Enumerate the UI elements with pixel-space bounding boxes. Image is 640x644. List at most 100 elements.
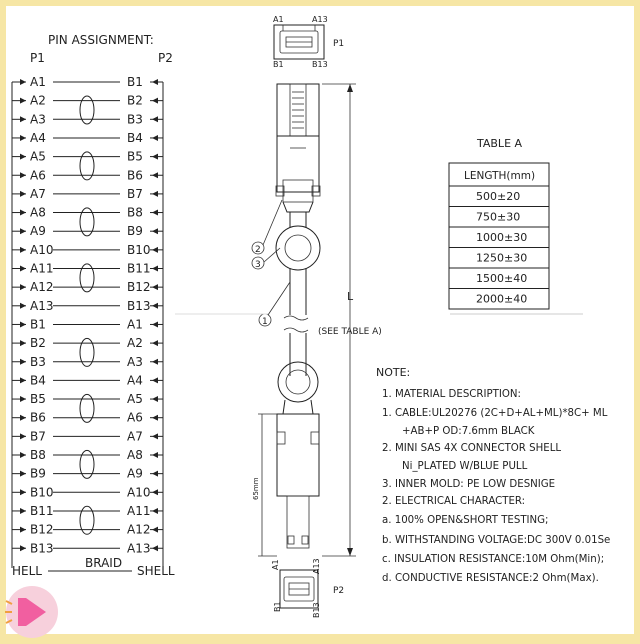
twisted-pair-marker-7 xyxy=(79,505,95,535)
p1-pin-label: B8 xyxy=(30,448,46,462)
note-line: 2. ELECTRICAL CHARACTER: xyxy=(382,496,525,507)
top-pin-a13: A13 xyxy=(312,15,328,24)
p2-arrow-2 xyxy=(152,116,158,123)
p2-pin-label: B2 xyxy=(127,94,143,108)
p2-header: P2 xyxy=(158,51,173,65)
see-table-label: (SEE TABLE A) xyxy=(318,327,382,337)
p1-arrow-4 xyxy=(20,153,26,160)
twisted-pair-marker-0 xyxy=(79,95,95,125)
p2-pin-label: A11 xyxy=(127,504,150,518)
p2-arrow-9 xyxy=(152,246,158,253)
p1-pin-label: A4 xyxy=(30,131,46,145)
p2-arrow-4 xyxy=(152,153,158,160)
p1-arrow-2 xyxy=(20,116,26,123)
top-connector-label: P1 xyxy=(333,39,344,49)
table-a: TABLE A LENGTH(mm) 500±20750±301000±3012… xyxy=(448,137,550,310)
table-a-header: LENGTH(mm) xyxy=(464,170,535,182)
p1-arrow-14 xyxy=(20,340,26,347)
p1-arrow-8 xyxy=(20,228,26,235)
lower-pull-tab xyxy=(286,495,310,549)
p1-pin-label: B4 xyxy=(30,373,46,387)
p1-pin-label: A1 xyxy=(30,75,46,89)
p2-pin-label: A3 xyxy=(127,355,143,369)
callout-3-circle xyxy=(251,256,265,270)
p2-pin-label: A9 xyxy=(127,467,143,481)
p2-arrow-13 xyxy=(152,321,158,328)
p1-arrow-11 xyxy=(20,284,26,291)
p1-pin-label: B5 xyxy=(30,392,46,406)
p1-arrow-13 xyxy=(20,321,26,328)
p1-pin-label: A9 xyxy=(30,224,46,238)
note-line: Ni_PLATED W/BLUE PULL xyxy=(402,461,528,472)
p2-pin-label: B8 xyxy=(127,206,143,220)
bottom-connector-face xyxy=(279,569,319,609)
upper-strain-relief xyxy=(282,201,314,213)
callout-1: 1 xyxy=(262,317,268,327)
p2-pin-label: B7 xyxy=(127,187,143,201)
table-a-frame xyxy=(448,162,550,310)
table-a-row: 1000±30 xyxy=(476,231,527,244)
p2-pin-label: A8 xyxy=(127,448,143,462)
p1-arrow-12 xyxy=(20,302,26,309)
p2-pin-label: A5 xyxy=(127,392,143,406)
upper-latch-right xyxy=(311,185,321,197)
p2-arrow-7 xyxy=(152,209,158,216)
p1-pin-label: B1 xyxy=(30,317,46,331)
p2-pin-label: A1 xyxy=(127,317,143,331)
cable-drawing: A1 A13 B1 B13 P1 2 3 1 xyxy=(251,15,382,618)
p1-arrow-19 xyxy=(20,433,26,440)
p1-pin-label: A5 xyxy=(30,150,46,164)
table-a-title: TABLE A xyxy=(476,137,523,150)
p1-arrow-3 xyxy=(20,134,26,141)
p2-arrow-14 xyxy=(152,340,158,347)
twisted-pair-marker-1 xyxy=(79,151,95,181)
p2-arrow-17 xyxy=(152,396,158,403)
p2-arrow-23 xyxy=(152,507,158,514)
table-a-row: 2000±40 xyxy=(476,293,527,306)
p2-arrow-25 xyxy=(152,545,158,552)
note-line: c. INSULATION RESISTANCE:10M Ohm(Min); xyxy=(382,554,604,565)
p1-pin-label: B9 xyxy=(30,467,46,481)
p1-pin-label: B11 xyxy=(30,504,54,518)
table-a-row: 750±30 xyxy=(476,211,520,224)
p2-arrow-6 xyxy=(152,190,158,197)
notes-title: NOTE: xyxy=(376,366,410,379)
p1-arrow-9 xyxy=(20,246,26,253)
p1-arrow-10 xyxy=(20,265,26,272)
callout-2-circle xyxy=(251,241,265,255)
p2-arrow-18 xyxy=(152,414,158,421)
p2-pin-label: B6 xyxy=(127,168,143,182)
p1-pin-label: A6 xyxy=(30,168,46,182)
p1-header: P1 xyxy=(30,51,45,65)
p2-arrow-0 xyxy=(152,79,158,85)
top-pin-a1: A1 xyxy=(273,15,284,24)
shell-left-label: HELL xyxy=(12,564,42,578)
p2-pin-label: A7 xyxy=(127,429,143,443)
p1-pin-label: A8 xyxy=(30,206,46,220)
top-connector-slot xyxy=(279,30,319,54)
p1-arrow-6 xyxy=(20,190,26,197)
p1-arrow-16 xyxy=(20,377,26,384)
twisted-pair-marker-2 xyxy=(79,207,95,237)
table-a-row: 1250±30 xyxy=(476,252,527,265)
pin-assignment-title: PIN ASSIGNMENT: xyxy=(48,33,154,47)
p1-arrow-24 xyxy=(20,526,26,533)
p1-arrow-25 xyxy=(20,545,26,552)
note-line: 1. CABLE:UL20276 (2C+D+AL+ML)*8C+ ML xyxy=(382,408,608,419)
p2-arrow-22 xyxy=(152,489,158,496)
braid-label: BRAID xyxy=(85,556,122,570)
callout-3: 3 xyxy=(255,260,261,270)
p1-pin-label: A11 xyxy=(30,262,53,276)
p2-arrow-19 xyxy=(152,433,158,440)
p2-pin-label: B10 xyxy=(127,243,151,257)
note-line: 3. INNER MOLD: PE LOW DESNIGE xyxy=(382,479,555,490)
p1-pin-label: A10 xyxy=(30,243,53,257)
p1-arrow-1 xyxy=(20,97,26,104)
speaker-badge-icon[interactable] xyxy=(5,586,58,638)
p1-pin-label: A3 xyxy=(30,112,46,126)
p1-pin-label: B13 xyxy=(30,541,54,555)
p2-pin-label: B13 xyxy=(127,299,151,313)
p2-pin-label: A13 xyxy=(127,541,150,555)
length-label: L xyxy=(347,290,354,303)
